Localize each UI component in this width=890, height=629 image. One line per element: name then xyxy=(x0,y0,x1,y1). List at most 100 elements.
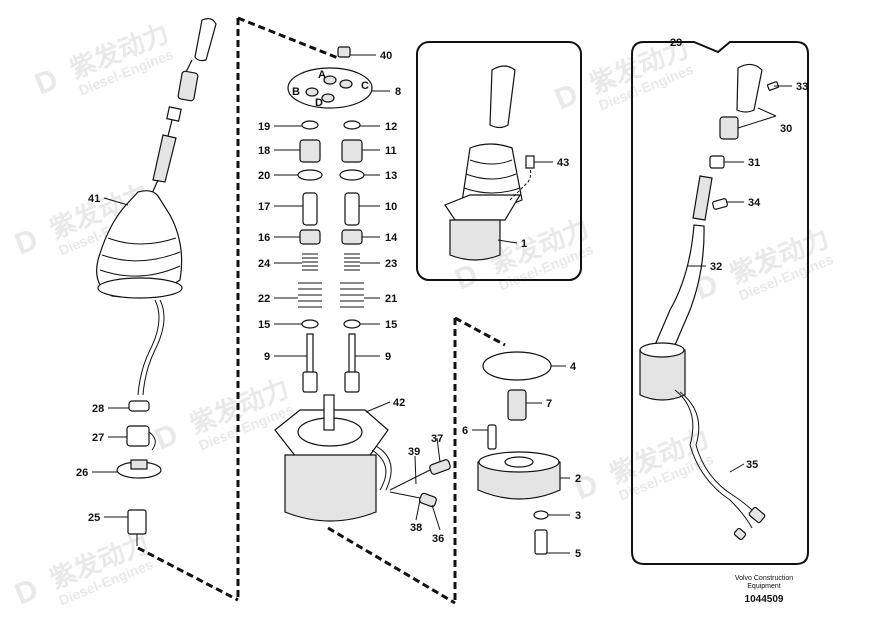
label-7: 7 xyxy=(546,398,552,410)
part-8-top-plate xyxy=(287,67,373,109)
label-14: 14 xyxy=(385,232,398,244)
part-29-handle xyxy=(736,63,763,113)
lever-rod-top xyxy=(185,59,193,73)
footer-company-line2: Equipment xyxy=(747,583,781,590)
part-6-dowel xyxy=(487,424,497,450)
part-17-piston xyxy=(302,192,318,226)
part-35-cable-2 xyxy=(679,391,761,519)
part-2-spacer-bore xyxy=(504,456,534,468)
dashed-callout-seal xyxy=(454,316,506,347)
inset-flange xyxy=(444,194,522,221)
part-9-plunger-left xyxy=(306,333,314,375)
label-35: 35 xyxy=(746,459,758,471)
boot-base-flange xyxy=(97,277,183,299)
label-27: 27 xyxy=(92,432,104,444)
label-20: 20 xyxy=(258,170,270,182)
part-36-terminal xyxy=(419,492,437,508)
lever-assembly-41 xyxy=(96,18,217,396)
part-25-coupler xyxy=(127,509,147,535)
inset-lever-1 xyxy=(444,65,535,261)
inset-frame-1 xyxy=(416,41,582,281)
label-8: 8 xyxy=(395,86,401,98)
part-labels: 41 28 27 26 25 40 8 19 18 20 17 16 24 22… xyxy=(76,37,808,560)
part-15-washer-right xyxy=(343,319,361,329)
part-31-collar xyxy=(709,155,725,169)
part-21-spring xyxy=(340,282,364,308)
part-10-piston xyxy=(344,192,360,226)
part-35-connector-b xyxy=(733,527,747,541)
part-14-seat xyxy=(341,229,363,245)
label-29: 29 xyxy=(670,37,682,49)
label-24: 24 xyxy=(258,258,271,270)
label-32: 32 xyxy=(710,261,722,273)
label-21: 21 xyxy=(385,293,397,305)
part-20-oring xyxy=(297,169,323,181)
label-33: 33 xyxy=(796,81,808,93)
label-15-left: 15 xyxy=(258,319,270,331)
dashed-callout-top xyxy=(237,16,339,60)
valve-stack: A B C D xyxy=(274,46,392,522)
inset-boot-ribs xyxy=(463,159,521,194)
label-42: 42 xyxy=(393,397,405,409)
label-23: 23 xyxy=(385,258,397,270)
label-38: 38 xyxy=(410,522,422,534)
dashed-callout-base xyxy=(327,526,456,605)
boot-cable-2 xyxy=(142,299,165,396)
label-16: 16 xyxy=(258,232,270,244)
lever-grip-sleeve xyxy=(177,70,199,102)
label-31: 31 xyxy=(748,157,760,169)
part-12-ring xyxy=(343,120,361,130)
label-34: 34 xyxy=(748,197,761,209)
label-39: 39 xyxy=(408,446,420,458)
part-11-guide xyxy=(341,139,363,163)
part-23-spring xyxy=(344,253,360,271)
part-43-screw xyxy=(525,155,535,169)
lever-handle-knob xyxy=(194,18,217,62)
label-22: 22 xyxy=(258,293,270,305)
part-28-collar xyxy=(128,400,150,412)
part-13-oring xyxy=(339,169,365,181)
label-12: 12 xyxy=(385,121,397,133)
part-4-oring xyxy=(482,351,552,381)
label-10: 10 xyxy=(385,201,397,213)
part-38-wire xyxy=(389,491,421,499)
label-3: 3 xyxy=(575,510,581,522)
lever-clamp xyxy=(166,106,182,122)
part-24-spring xyxy=(302,253,318,271)
inset-body xyxy=(449,219,501,261)
part-26-hub xyxy=(130,459,148,470)
svg-text:D: D xyxy=(150,418,182,457)
part-42-center-post xyxy=(323,394,335,431)
part-40-plug xyxy=(337,46,351,58)
svg-text:D: D xyxy=(10,573,42,612)
lever-shaft-upper xyxy=(152,134,177,183)
label-2: 2 xyxy=(575,473,581,485)
label-18: 18 xyxy=(258,145,270,157)
inset-frame-29 xyxy=(631,41,809,565)
boot-cable xyxy=(137,299,160,396)
part-35-cable xyxy=(674,389,753,529)
part-27-nut xyxy=(126,425,150,447)
part-32-tube xyxy=(654,224,705,346)
part-15-washer-left xyxy=(301,319,319,329)
svg-text:D: D xyxy=(450,258,482,297)
label-5: 5 xyxy=(575,548,581,560)
label-43: 43 xyxy=(557,157,569,169)
label-9-left: 9 xyxy=(264,351,270,363)
svg-text:D: D xyxy=(550,78,582,117)
inset-lever-handle xyxy=(489,65,516,129)
inset-wire xyxy=(509,167,532,201)
part-9-plunger-left-base xyxy=(302,371,318,393)
part-39-wire xyxy=(389,469,431,491)
label-6: 6 xyxy=(462,425,468,437)
part-42-body xyxy=(284,454,377,522)
part-16-seat xyxy=(299,229,321,245)
part-37-connector xyxy=(429,459,451,475)
label-17: 17 xyxy=(258,201,270,213)
inset-lever-29 xyxy=(639,63,780,541)
label-19: 19 xyxy=(258,121,270,133)
port-d-hole xyxy=(321,93,335,103)
